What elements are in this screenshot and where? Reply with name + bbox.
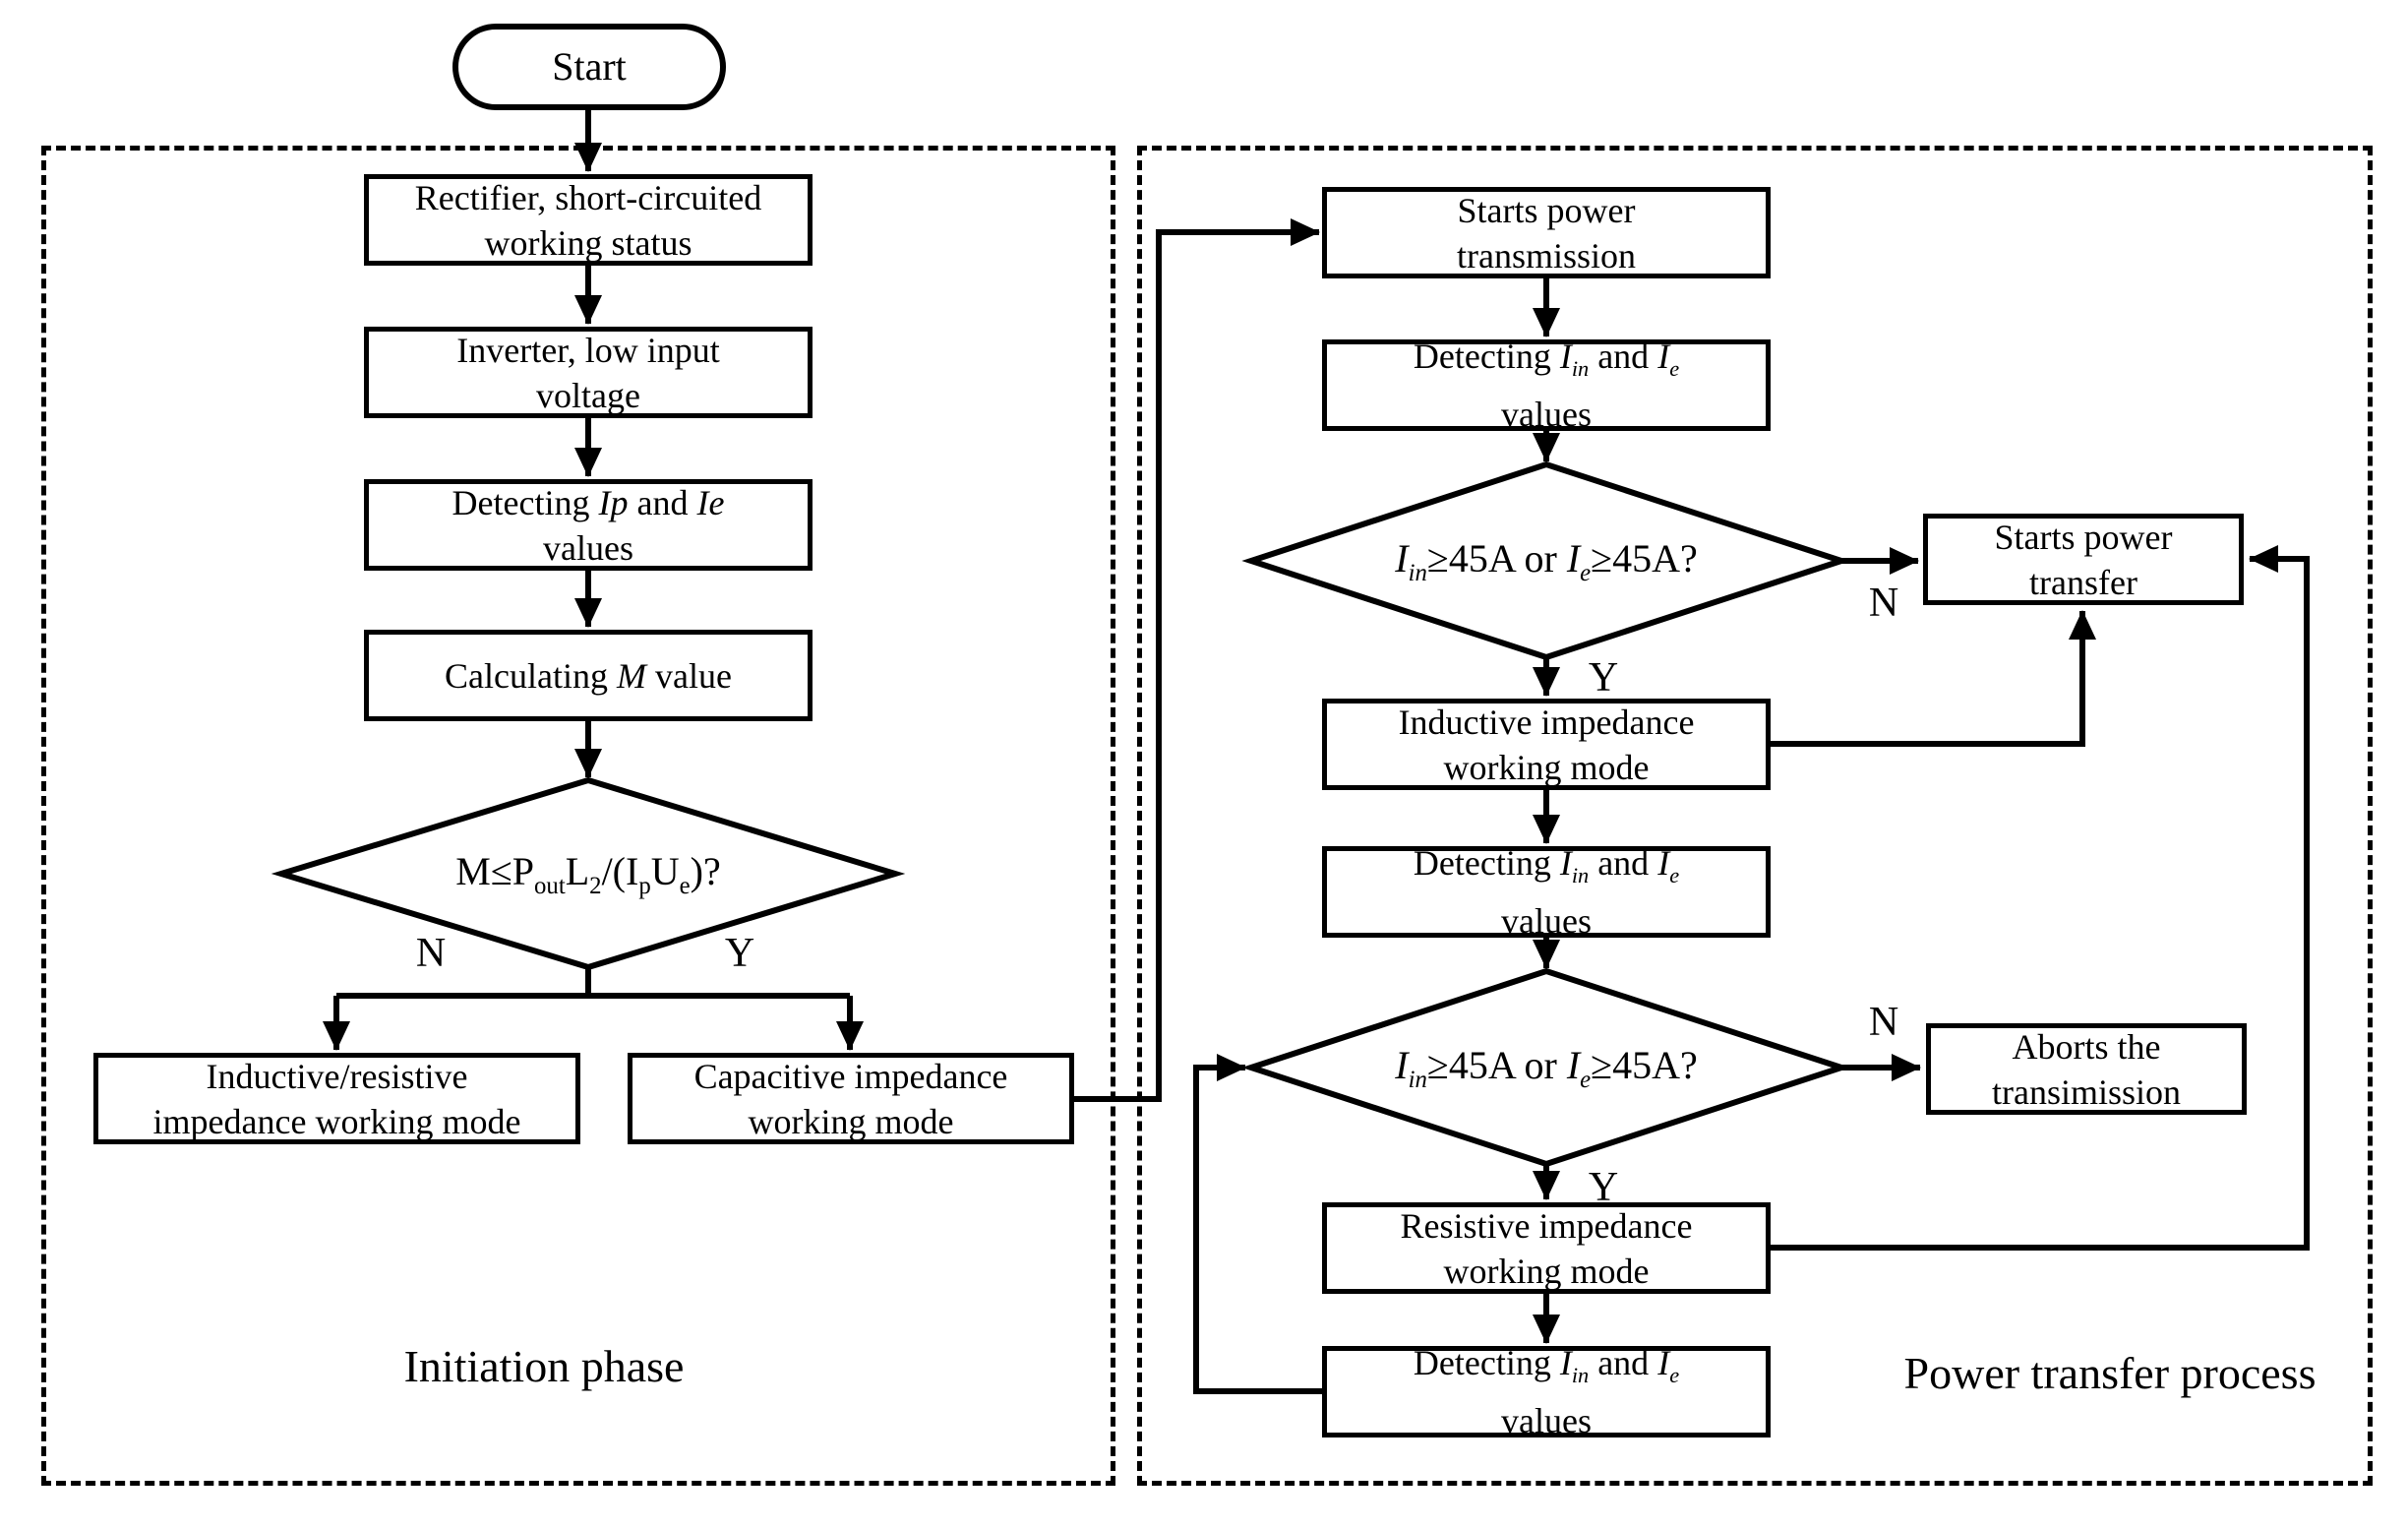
calculate-m-node: Calculating M value — [364, 630, 813, 721]
branch-split-line — [336, 967, 850, 999]
power-transfer-phase-label: Power transfer process — [1903, 1348, 2317, 1398]
decision2-no-label: N — [1868, 1000, 1899, 1045]
decision-left-yes-label: Y — [724, 931, 755, 976]
current-threshold-decision-1-label: Iin≥45A or Ie≥45A? — [1395, 535, 1698, 586]
start-label: Start — [552, 44, 627, 89]
current-threshold-decision2-diamond — [1241, 967, 1851, 1168]
initiation-phase-label: Initiation phase — [403, 1341, 685, 1391]
m-threshold-decision-label: M≤PoutL2/(IpUe)? — [455, 848, 721, 899]
decision-left-no-label: N — [415, 931, 447, 976]
decision2-yes-label: Y — [1588, 1165, 1619, 1210]
calculate-m-label: Calculating M value — [445, 655, 732, 696]
decision1-no-label: N — [1868, 581, 1899, 626]
current-threshold-decision-2-label: Iin≥45A or Ie≥45A? — [1395, 1042, 1698, 1093]
connector-loopback-to-decision2 — [1193, 1054, 1322, 1394]
decision1-yes-label: Y — [1588, 655, 1619, 701]
connector-resistive-to-transfer — [1771, 545, 2310, 1251]
connector-capacitive-to-transmission — [1074, 218, 1320, 1102]
start-node: Start — [452, 24, 726, 110]
connector-inductive-to-transfer — [1771, 610, 2096, 747]
power-transfer-phase-panel — [1137, 146, 2373, 1486]
current-threshold-decision1-diamond — [1241, 460, 1851, 661]
m-threshold-decision-diamond — [271, 776, 906, 971]
